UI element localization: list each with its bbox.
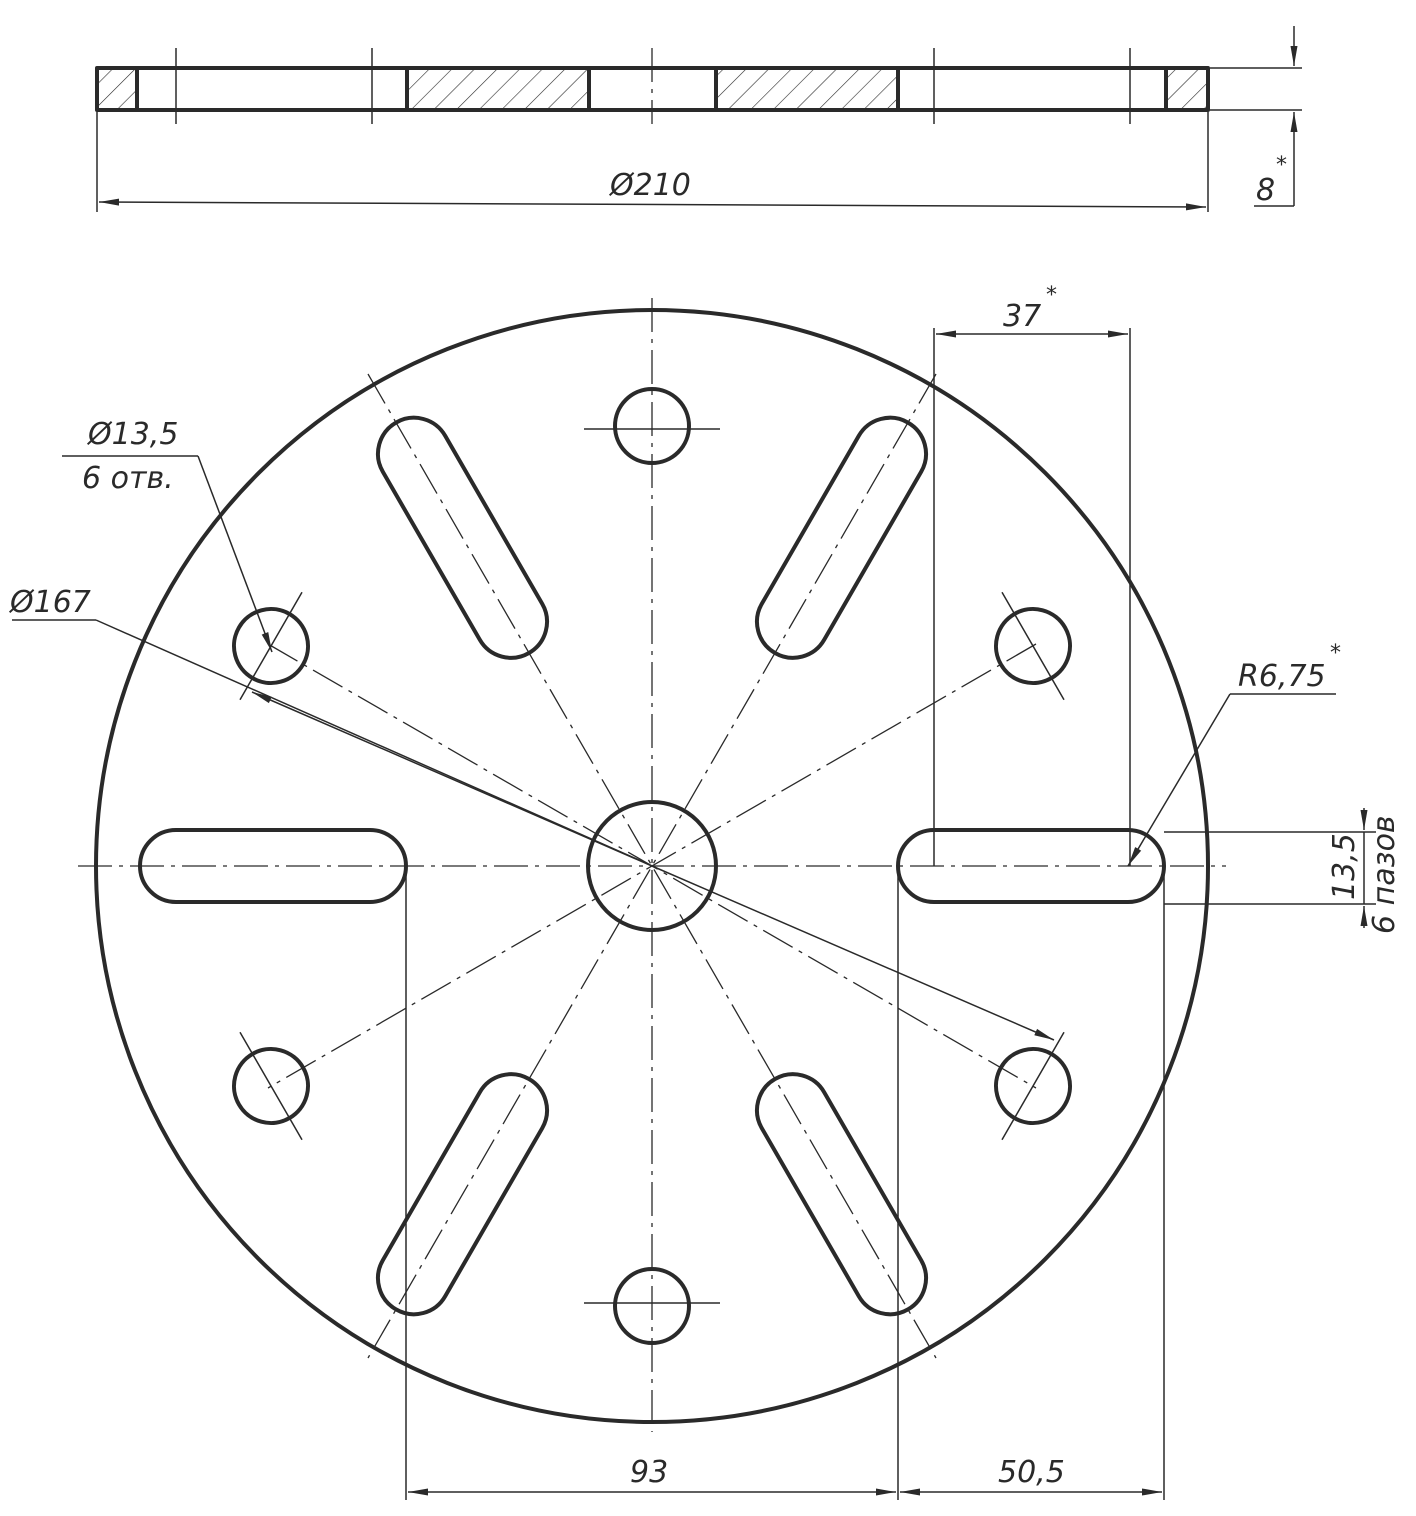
hole-leader <box>197 455 273 653</box>
slot-lower-right <box>755 1072 928 1317</box>
hole-count-label: 6 отв. <box>82 461 174 496</box>
slot-left <box>138 828 408 904</box>
slot-length-mark: * <box>1046 283 1057 308</box>
section-view: Ø210 8 * <box>95 26 1302 212</box>
slot-radial-center-line <box>367 373 937 1359</box>
bolt-circle-label: Ø167 <box>8 585 91 620</box>
slot-radial-center-line <box>367 373 937 1359</box>
slot-upper-right <box>755 415 928 660</box>
bolt-circle-arrow-left <box>251 691 653 867</box>
slot-length-label: 37 <box>1003 299 1041 334</box>
radius-leader <box>1127 693 1231 867</box>
hole-bottom <box>584 1267 720 1345</box>
slot-upper-left <box>376 415 549 660</box>
hatch-right-edge <box>1166 68 1208 110</box>
hole-upper-right <box>994 591 1072 701</box>
hatch-left-middle <box>407 68 589 110</box>
slot-radius-mark: * <box>1330 641 1341 666</box>
hatch-left-edge <box>97 68 137 110</box>
thickness-mark: * <box>1276 153 1287 178</box>
bolt-circle-leader <box>95 619 649 865</box>
bolt-circle-arrow-right <box>651 865 1055 1041</box>
outer-diameter-label: Ø210 <box>608 168 691 203</box>
hole-diameter-label: Ø13,5 <box>86 417 178 452</box>
slot-span-outer-label: 50,5 <box>998 1455 1065 1490</box>
slot-width-label: 13,5 <box>1327 833 1362 900</box>
hole-top <box>584 387 720 465</box>
hole-lower-left <box>232 1031 310 1141</box>
slot-count-label: 6 пазов <box>1367 815 1402 934</box>
hatch-right-middle <box>716 68 898 110</box>
slot-right <box>896 828 1166 904</box>
central-bore <box>586 800 718 932</box>
slot-span-inner-label: 93 <box>630 1455 668 1490</box>
slot-lower-left <box>376 1072 549 1317</box>
diameter-210-dimension-line <box>98 198 1207 211</box>
slot-radius-label: R6,75 <box>1238 659 1326 694</box>
hole-lower-right <box>994 1031 1072 1141</box>
plan-view: Ø167 Ø13,5 6 отв. 37 * R6,75 * 13,5 6 па… <box>8 283 1402 1500</box>
thickness-label: 8 <box>1256 173 1275 208</box>
